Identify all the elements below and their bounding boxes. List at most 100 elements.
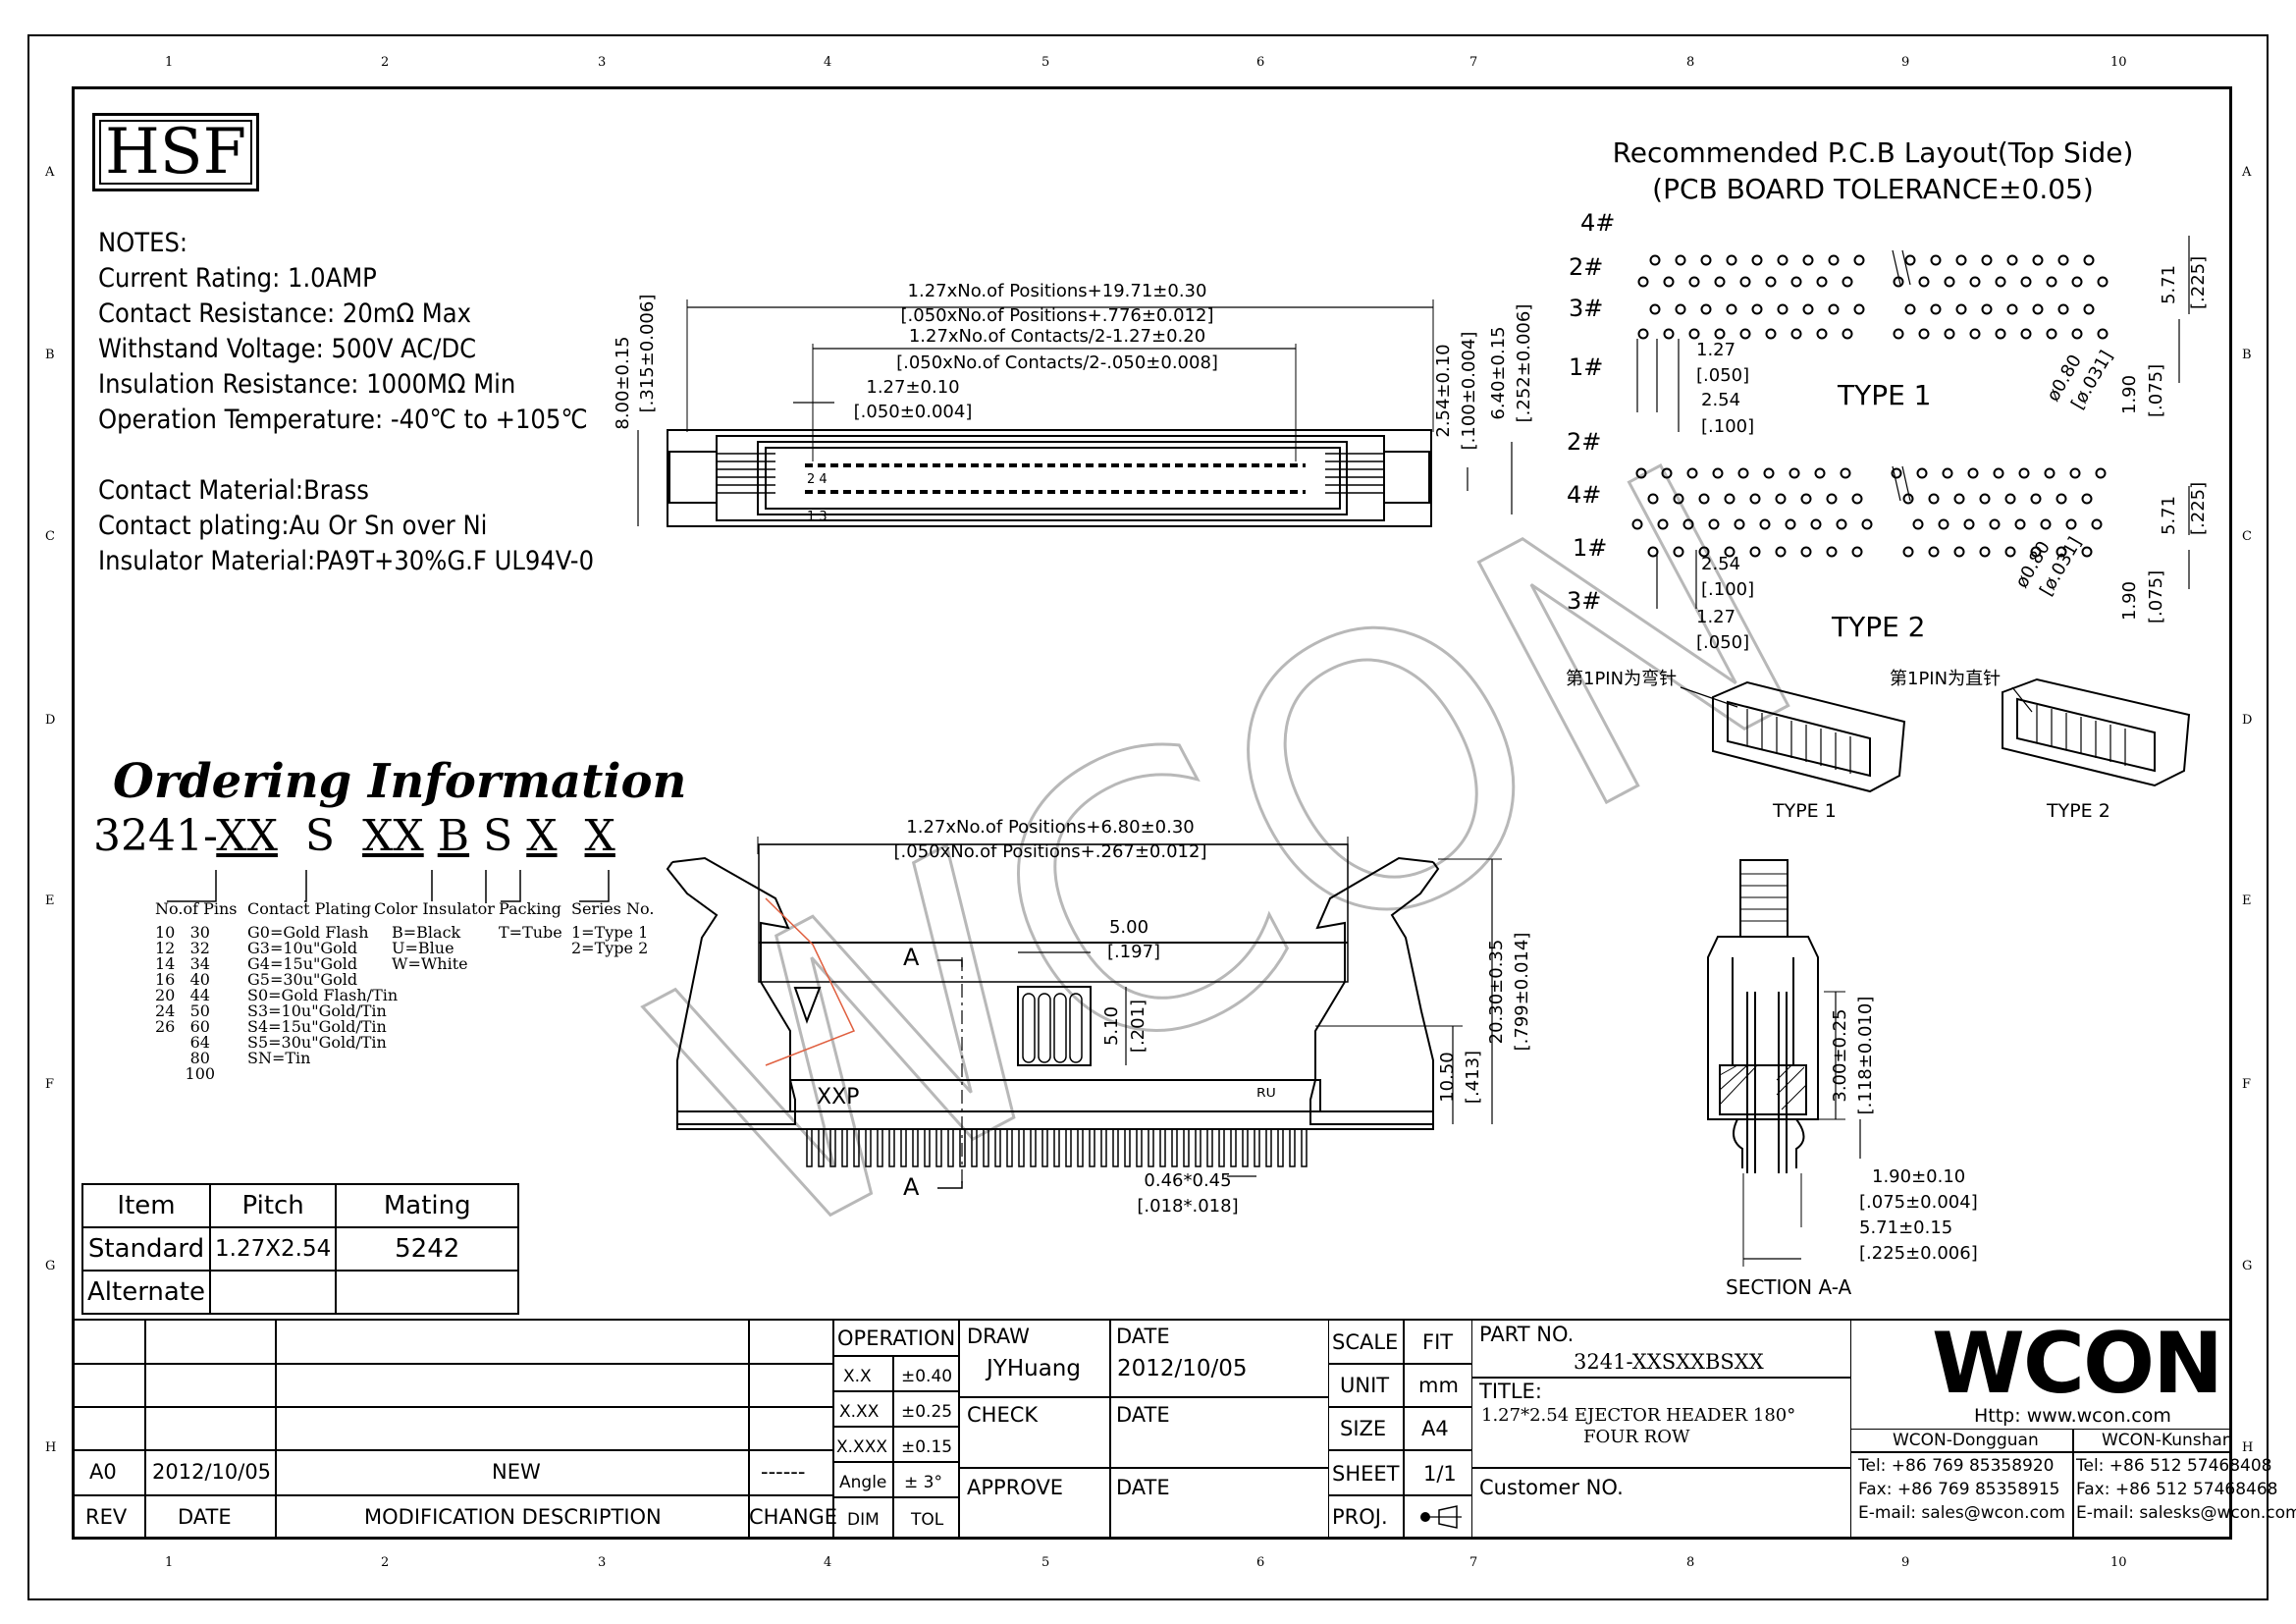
pcb-hole	[1836, 518, 1847, 530]
pcb-hole	[1726, 303, 1737, 315]
pcb-hole	[2081, 493, 2093, 505]
approval-grid	[960, 1321, 1329, 1540]
contact-pin	[924, 1128, 931, 1167]
pcb-t1-d254: 2.54	[1701, 390, 1740, 410]
front-dim-510-in: [.201]	[1128, 1000, 1148, 1053]
pcb-hole	[1828, 254, 1840, 266]
note-insulation-resistance: Insulation Resistance: 1000MΩ Min	[98, 369, 516, 400]
pcb-t2-d571b: [.225]	[2188, 482, 2209, 535]
dongguan-tel: Tel: +86 769 85358920	[1858, 1456, 2055, 1476]
top-dim-overall-in: [.050xNo.of Positions+.776±0.012]	[901, 305, 1214, 326]
pcb-hole	[1765, 328, 1777, 340]
contact-pin	[1065, 1128, 1072, 1167]
drawing-frame	[72, 86, 2232, 1540]
pcb-hole	[1918, 276, 1930, 288]
sheet-label: SHEET	[1332, 1462, 1400, 1486]
pcb-hole	[1631, 518, 1643, 530]
pcb-t2-d254b: [.100]	[1701, 579, 1754, 600]
contact-pin	[1053, 1128, 1060, 1167]
change-header: CHANGE	[749, 1505, 838, 1529]
zone-row-b-r: B	[2242, 348, 2252, 362]
part-grid	[1472, 1321, 1851, 1540]
pcb-hole	[2030, 493, 2042, 505]
zone-col-7: 7	[1469, 55, 1478, 70]
contact-pin	[841, 1128, 848, 1167]
mating-standard: 5242	[335, 1226, 520, 1272]
revision-area	[72, 1321, 834, 1540]
sheet-value: 1/1	[1423, 1462, 1457, 1486]
rev-desc-value: NEW	[492, 1460, 541, 1484]
contact-pin	[1242, 1128, 1249, 1167]
pcb-hole	[1851, 493, 1863, 505]
revision-grid	[72, 1321, 834, 1540]
pcb-hole	[1802, 254, 1814, 266]
ordering-code-plating: XX	[362, 811, 424, 861]
check-label: CHECK	[967, 1403, 1039, 1427]
pins-item: 10 30	[155, 923, 210, 942]
tol-xx-label: X.X	[843, 1367, 872, 1386]
rev-date-value: 2012/10/05	[152, 1460, 272, 1484]
pcb-hole	[1816, 328, 1828, 340]
zone-col-10: 10	[2110, 55, 2127, 70]
note-contact-plating: Contact plating:Au Or Sn over Ni	[98, 511, 488, 541]
operation-area	[834, 1321, 960, 1540]
pcb-t1-d190b: [.075]	[2146, 364, 2166, 417]
pcb-t1-pin3: 3#	[1569, 295, 1603, 322]
pcb-hole	[1942, 467, 1953, 479]
contact-pin	[1030, 1128, 1037, 1167]
pcb-hole	[1712, 467, 1724, 479]
zone-row-b: B	[45, 348, 55, 362]
rev-value: A0	[89, 1460, 117, 1484]
pcb-t2-pin1: 1#	[1573, 534, 1607, 562]
pcb-hole	[1657, 518, 1669, 530]
item-standard: Standard	[80, 1226, 212, 1272]
draw-date-label: DATE	[1116, 1325, 1170, 1348]
contact-pin	[1301, 1128, 1308, 1167]
zone-row-h: H	[45, 1440, 57, 1455]
zone-col-3-b: 3	[598, 1555, 607, 1570]
front-dim-510: 5.10	[1101, 1006, 1122, 1046]
pcb-t2-d254: 2.54	[1701, 554, 1740, 574]
pcb-hole	[2081, 546, 2093, 558]
ordering-col-color: Color Insulator B=Black U=Blue W=White	[374, 901, 495, 972]
pcb-hole	[1904, 303, 1916, 315]
pcb-grid	[1631, 254, 2109, 558]
pitch-alternate	[209, 1270, 338, 1315]
pcb-hole	[2071, 276, 2083, 288]
pcb-hole	[1944, 328, 1955, 340]
contact-pin	[1077, 1128, 1084, 1167]
pcb-hole	[1763, 467, 1775, 479]
pcb-hole	[1739, 276, 1751, 288]
draw-date-value: 2012/10/05	[1117, 1356, 1248, 1381]
pcb-hole	[1993, 467, 2004, 479]
contact-pin	[1265, 1128, 1272, 1167]
pcb-hole	[1708, 518, 1720, 530]
approve-label: APPROVE	[967, 1476, 1064, 1499]
top-dim-contacts-in: [.050xNo.of Contacts/2-.050±0.008]	[896, 352, 1218, 373]
pcb-hole	[1675, 303, 1686, 315]
plating-item: G5=30u"Gold	[247, 970, 358, 989]
plating-item: G0=Gold Flash	[247, 923, 369, 942]
note-operation-temperature: Operation Temperature: -40℃ to +105℃	[98, 405, 588, 435]
hsf-logo: HSF	[92, 113, 259, 191]
scale-grid	[1329, 1321, 1472, 1540]
pins-item: 24 50	[155, 1001, 210, 1020]
plating-item: S5=30u"Gold/Tin	[247, 1033, 387, 1052]
sec-dim-300-in: [.118±0.010]	[1855, 997, 1876, 1115]
top-dim-rowpitch-in: [.100±0.004]	[1459, 332, 1479, 451]
iso-type2	[2002, 677, 2191, 787]
pcb-hole	[1734, 518, 1745, 530]
pcb-hole	[1637, 276, 1649, 288]
wcon-logo: WCON	[1932, 1315, 2223, 1413]
pcb-hole	[1930, 303, 1942, 315]
top-dim-width-in: [.252±0.006]	[1514, 304, 1534, 423]
top-dim-width: 6.40±0.15	[1488, 326, 1509, 419]
series-item: 1=Type 1	[571, 923, 649, 942]
tol-xxxx-label: X.XXX	[836, 1437, 887, 1457]
pcb-hole	[1698, 493, 1710, 505]
front-brand-mark: XXP	[817, 1085, 859, 1110]
tol-angle-value: ± 3°	[904, 1473, 942, 1492]
pcb-hole	[1673, 493, 1684, 505]
draw-label: DRAW	[967, 1325, 1030, 1348]
